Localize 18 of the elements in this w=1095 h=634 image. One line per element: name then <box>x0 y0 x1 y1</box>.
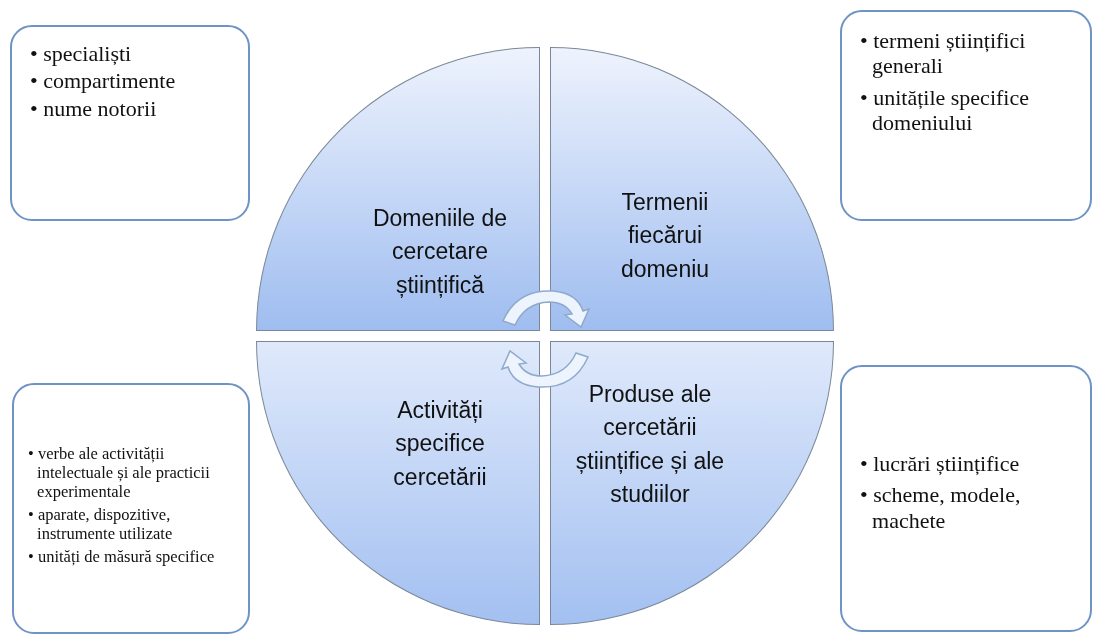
bullet-item: • compartimente <box>30 68 176 94</box>
bullet-item: • unități de măsură specifice <box>28 547 215 567</box>
bullet-item: • scheme, modele, machete <box>860 482 1022 533</box>
bullet-item: • termeni științifici generali <box>860 28 1027 79</box>
bullet-item: • specialiști <box>30 41 132 67</box>
quadrant-label: Activități specifice cercetării <box>392 396 488 492</box>
quadrant-label: Produse ale cercetării științifice și ale studiilor <box>574 380 726 510</box>
quadrant-label: Domeniile de cercetare științifică <box>371 203 509 300</box>
bullet-item: • verbe ale activității intelectuale și ale practicii experimentale <box>28 445 211 502</box>
bullet-item: • aparate, dispozitive, instrumente utilizate <box>28 505 174 544</box>
text-box <box>840 365 1092 632</box>
quadrant-label: Termenii fiecărui domeniu <box>619 187 711 284</box>
bullet-item: • lucrări științifice <box>860 451 1020 477</box>
text-box <box>840 10 1092 221</box>
text-box <box>12 383 250 634</box>
bullet-item: • nume notorii <box>30 95 157 121</box>
text-box <box>10 25 250 221</box>
bullet-item: • unitățile specifice domeniului <box>860 84 1030 136</box>
